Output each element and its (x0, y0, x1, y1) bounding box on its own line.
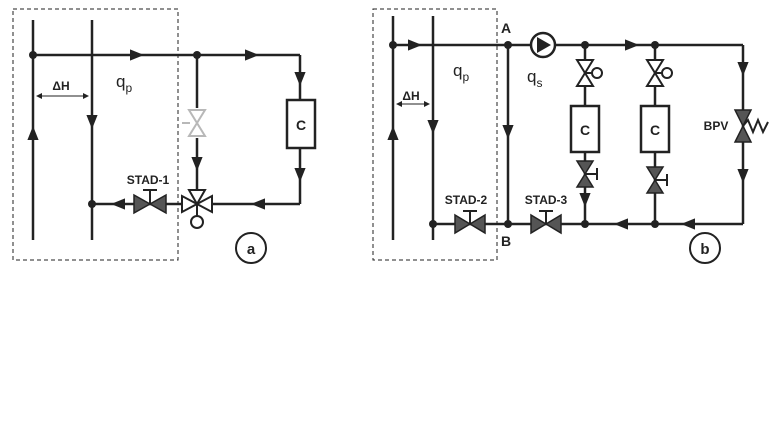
balancing-valve-1-b (575, 160, 598, 188)
diagram-b: A B qp qs ΔH C (372, 8, 769, 264)
coil-label-2-b: C (650, 122, 660, 138)
diagram-a: C STAD-1 (12, 8, 317, 264)
junction-b8 (504, 220, 512, 228)
delta-h-arrowhead-left-b (396, 101, 402, 107)
panel-circle-a (235, 232, 267, 264)
delta-h-arrowhead-right-b (424, 101, 430, 107)
delta-h-label-b: ΔH (402, 89, 419, 103)
point-b-label: B (501, 233, 511, 249)
bpv-label: BPV (704, 119, 729, 133)
delta-h-arrowhead-left-a (36, 93, 42, 99)
panel-label-a: a (247, 241, 256, 258)
stad-1-valve (133, 189, 167, 215)
panel-circle-b (689, 232, 721, 264)
junction-b1 (389, 41, 397, 49)
control-valve-2-b (645, 59, 673, 87)
coil-a (285, 98, 317, 150)
coil-2-b (639, 104, 671, 154)
control-valve-1-b (575, 59, 603, 87)
bypass-valve-b (733, 109, 769, 143)
delta-h-label-a: ΔH (52, 79, 69, 93)
stad-2-label: STAD-2 (445, 193, 488, 207)
coil-label-a: C (296, 117, 306, 133)
junction-a1 (29, 51, 37, 59)
stad-3-label: STAD-3 (525, 193, 568, 207)
three-way-valve-a (181, 189, 213, 229)
point-a-label: A (501, 20, 511, 36)
primary-circuit-box-b (372, 8, 498, 261)
panel-label-b: b (700, 241, 709, 258)
stad-1-label: STAD-1 (127, 173, 170, 187)
junction-a3 (88, 200, 96, 208)
ghost-valve-a (182, 109, 207, 137)
pump-icon (529, 31, 557, 59)
flow-label-qp-b: qp (453, 61, 469, 84)
stad-3-valve (530, 210, 562, 235)
junction-b7 (429, 220, 437, 228)
coil-label-1-b: C (580, 122, 590, 138)
coil-1-b (569, 104, 601, 154)
balancing-valve-2-b (645, 166, 668, 194)
flow-label-qp-a: qp (116, 72, 132, 95)
delta-h-arrowhead-right-a (83, 93, 89, 99)
flow-label-qs-b: qs (527, 67, 542, 90)
stad-2-valve (454, 210, 486, 235)
primary-circuit-box-a (12, 8, 179, 261)
